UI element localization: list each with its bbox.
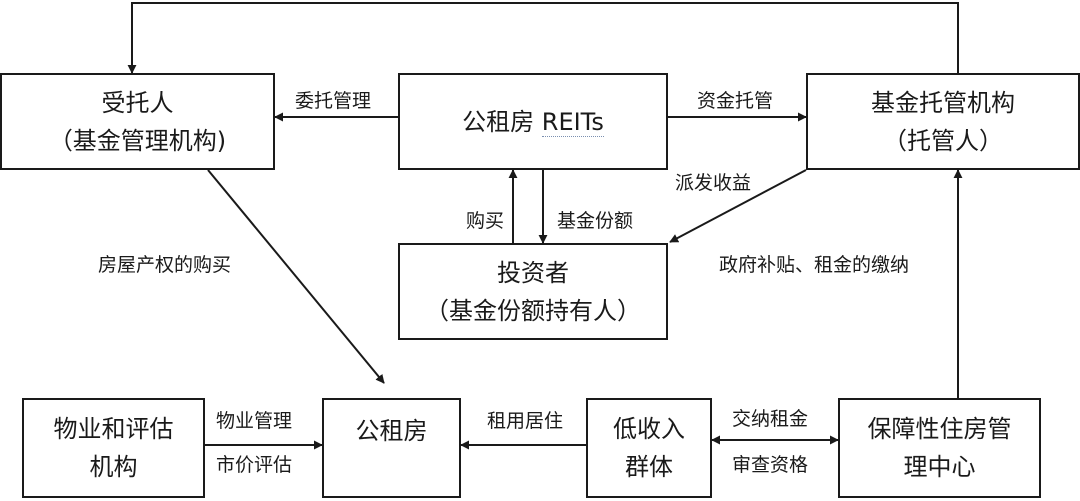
arrow-property-purchase	[207, 169, 385, 384]
property-mgmt-box: 物业和评估 机构	[22, 398, 205, 498]
label-rent-live: 租用居住	[487, 410, 564, 432]
trustee-box: 受托人 （基金管理机构)	[0, 73, 275, 170]
label-pay-rent: 交纳租金	[732, 408, 809, 430]
low-income-title: 低收入	[613, 415, 685, 443]
public-housing-box: 公租房	[322, 398, 461, 498]
label-property-management: 物业管理	[216, 410, 293, 432]
custodian-box: 基金托管机构 （托管人）	[806, 73, 1080, 170]
property-mgmt-title: 物业和评估	[53, 415, 174, 443]
public-housing-title: 公租房	[355, 417, 428, 445]
custodian-subtitle: （托管人）	[883, 126, 1003, 155]
custodian-title: 基金托管机构	[871, 88, 1015, 117]
low-income-box: 低收入 群体	[586, 398, 712, 498]
property-mgmt-subtitle: 机构	[89, 453, 138, 481]
housing-center-title: 保障性住房管	[867, 415, 1012, 443]
reits-box: 公租房 REITs	[398, 73, 668, 170]
label-qualification-review: 审查资格	[732, 454, 809, 476]
loop-connector	[127, 2, 959, 80]
trustee-subtitle: （基金管理机构)	[48, 126, 227, 155]
housing-center-box: 保障性住房管 理中心	[838, 398, 1041, 498]
label-property-purchase: 房屋产权的购买	[98, 254, 232, 276]
trustee-title: 受托人	[101, 88, 174, 117]
investor-box: 投资者 （基金份额持有人）	[398, 243, 668, 340]
label-fund-custody: 资金托管	[694, 90, 777, 112]
label-market-valuation: 市价评估	[216, 454, 293, 476]
label-fund-shares: 基金份额	[557, 210, 634, 232]
label-entrusted-management: 委托管理	[292, 90, 375, 112]
low-income-subtitle: 群体	[625, 453, 673, 481]
investor-subtitle: （基金份额持有人）	[425, 296, 641, 325]
reits-prefix: 公租房	[462, 107, 542, 136]
reits-title: 公租房 REITs	[462, 103, 604, 141]
housing-center-subtitle: 理中心	[903, 453, 976, 481]
arrow-distribute-income	[669, 169, 807, 243]
label-distribute-income: 派发收益	[672, 172, 755, 194]
reits-name: REITs	[541, 107, 604, 137]
investor-title: 投资者	[497, 258, 569, 287]
label-subsidy-rent: 政府补贴、租金的缴纳	[719, 254, 910, 276]
label-purchase: 购买	[466, 210, 505, 232]
